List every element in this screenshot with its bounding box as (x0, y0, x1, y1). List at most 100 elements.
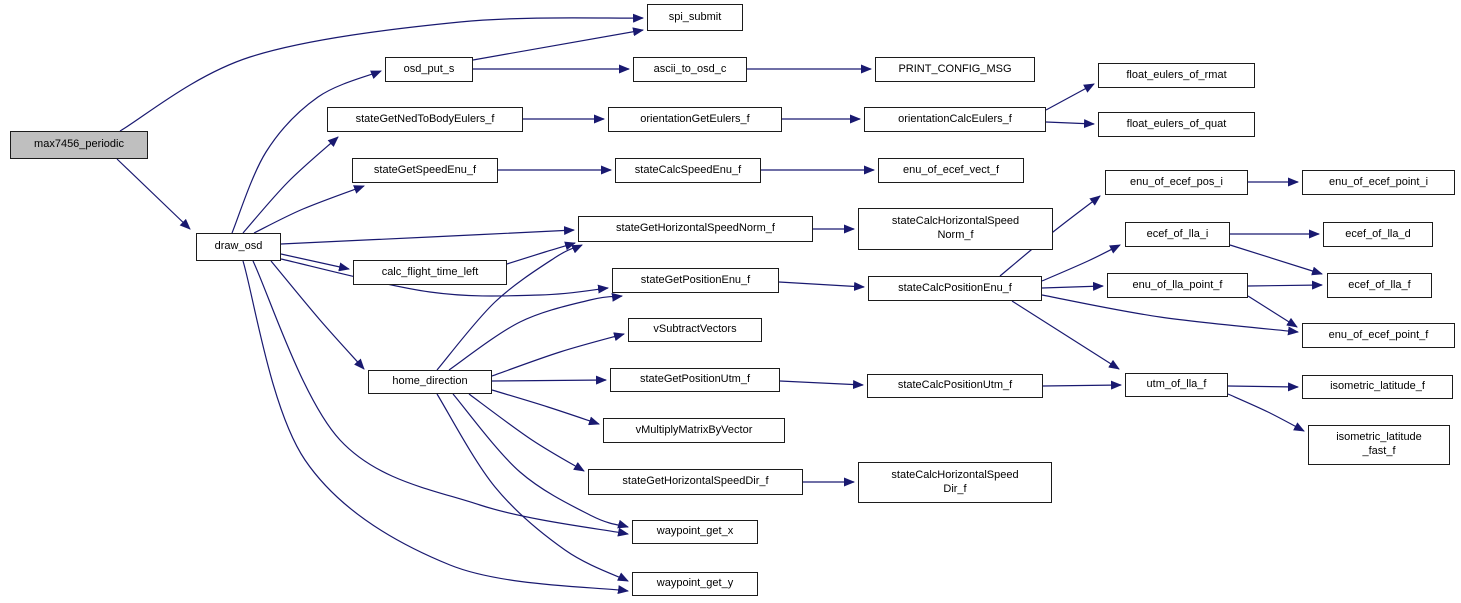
node-label: vMultiplyMatrixByVector (635, 423, 753, 436)
node-enu_of_ecef_point_i[interactable]: enu_of_ecef_point_i (1302, 170, 1455, 195)
edge-orientationCalcEulers_f--float_eulers_of_quat (1045, 119, 1095, 129)
node-label: isometric_latitude _fast_f (1336, 431, 1422, 457)
node-stateCalcHorizontalSpeedNorm_f[interactable]: stateCalcHorizontalSpeed Norm_f (858, 208, 1053, 250)
node-ecef_of_lla_d[interactable]: ecef_of_lla_d (1323, 222, 1433, 247)
node-label: ecef_of_lla_f (1348, 278, 1411, 291)
node-stateCalcPositionUtm_f[interactable]: stateCalcPositionUtm_f (867, 374, 1043, 398)
node-label: ascii_to_osd_c (653, 62, 727, 75)
node-float_eulers_of_quat[interactable]: float_eulers_of_quat (1098, 112, 1255, 137)
edge-home_direction--stateGetPositionUtm_f (491, 375, 607, 385)
node-spi_submit[interactable]: spi_submit (647, 4, 743, 31)
node-label: waypoint_get_y (656, 577, 734, 590)
node-label: stateCalcSpeedEnu_f (634, 163, 742, 176)
edge-draw_osd--osd_put_s (231, 70, 382, 234)
node-label: stateGetPositionEnu_f (640, 273, 751, 286)
node-enu_of_ecef_vect_f[interactable]: enu_of_ecef_vect_f (878, 158, 1024, 183)
edge-stateCalcPositionEnu_f--enu_of_lla_point_f (1041, 281, 1104, 291)
node-ascii_to_osd_c[interactable]: ascii_to_osd_c (633, 57, 747, 82)
node-label: enu_of_ecef_point_f (1328, 328, 1429, 341)
node-label: stateCalcPositionUtm_f (897, 379, 1013, 392)
node-stateGetNedToBodyEulers_f[interactable]: stateGetNedToBodyEulers_f (327, 107, 523, 132)
node-waypoint_get_y[interactable]: waypoint_get_y (632, 572, 758, 596)
edge-home_direction--stateGetPositionEnu_f (448, 292, 623, 371)
node-label: ecef_of_lla_d (1345, 227, 1411, 240)
node-utm_of_lla_f[interactable]: utm_of_lla_f (1125, 373, 1228, 397)
edge-ecef_of_lla_i--ecef_of_lla_f (1229, 244, 1323, 276)
node-PRINT_CONFIG_MSG[interactable]: PRINT_CONFIG_MSG (875, 57, 1035, 82)
node-label: stateGetHorizontalSpeedNorm_f (616, 222, 775, 235)
node-stateGetHorizontalSpeedNorm_f[interactable]: stateGetHorizontalSpeedNorm_f (578, 216, 813, 242)
node-label: stateGetNedToBodyEulers_f (355, 112, 495, 125)
node-home_direction[interactable]: home_direction (368, 370, 492, 394)
node-label: waypoint_get_x (656, 525, 734, 538)
node-stateGetSpeedEnu_f[interactable]: stateGetSpeedEnu_f (352, 158, 498, 183)
edge-draw_osd--home_direction (270, 260, 365, 370)
node-isometric_latitude_fast_f[interactable]: isometric_latitude _fast_f (1308, 425, 1450, 465)
node-stateGetHorizontalSpeedDir_f[interactable]: stateGetHorizontalSpeedDir_f (588, 469, 803, 495)
edge-home_direction--stateGetHorizontalSpeedDir_f (468, 393, 585, 472)
node-isometric_latitude_f[interactable]: isometric_latitude_f (1302, 375, 1453, 399)
node-orientationGetEulers_f[interactable]: orientationGetEulers_f (608, 107, 782, 132)
edge-home_direction--waypoint_get_x (452, 393, 629, 529)
node-vMultiplyMatrixByVector[interactable]: vMultiplyMatrixByVector (603, 418, 785, 443)
edge-home_direction--vMultiplyMatrixByVector (491, 389, 600, 426)
node-label: orientationGetEulers_f (640, 112, 750, 125)
node-label: orientationCalcEulers_f (898, 112, 1012, 125)
edges (116, 13, 1323, 595)
node-label: float_eulers_of_rmat (1126, 68, 1227, 81)
edge-stateCalcPositionEnu_f--enu_of_ecef_point_f (1041, 294, 1299, 336)
node-orientationCalcEulers_f[interactable]: orientationCalcEulers_f (864, 107, 1046, 132)
node-ecef_of_lla_f[interactable]: ecef_of_lla_f (1327, 273, 1432, 298)
node-label: ecef_of_lla_i (1146, 227, 1209, 240)
node-label: enu_of_ecef_vect_f (902, 163, 1000, 176)
edge-home_direction--vSubtractVectors (491, 332, 625, 377)
edge-stateCalcPositionUtm_f--utm_of_lla_f (1042, 380, 1122, 390)
edge-draw_osd--waypoint_get_y (242, 260, 629, 595)
edge-draw_osd--waypoint_get_x (252, 260, 629, 537)
edge-stateGetPositionEnu_f--stateCalcPositionEnu_f (778, 281, 865, 291)
node-calc_flight_time_left[interactable]: calc_flight_time_left (353, 260, 507, 285)
edge-draw_osd--stateGetNedToBodyEulers_f (242, 136, 339, 234)
node-label: utm_of_lla_f (1146, 378, 1207, 391)
node-stateCalcPositionEnu_f[interactable]: stateCalcPositionEnu_f (868, 276, 1042, 301)
node-label: stateCalcHorizontalSpeed Norm_f (891, 215, 1020, 241)
node-enu_of_lla_point_f[interactable]: enu_of_lla_point_f (1107, 273, 1248, 298)
node-stateGetPositionEnu_f[interactable]: stateGetPositionEnu_f (612, 268, 779, 293)
node-label: calc_flight_time_left (381, 265, 479, 278)
node-label: osd_put_s (403, 62, 455, 75)
node-ecef_of_lla_i[interactable]: ecef_of_lla_i (1125, 222, 1230, 247)
node-label: enu_of_ecef_point_i (1328, 175, 1429, 188)
edge-stateCalcPositionEnu_f--utm_of_lla_f (1011, 300, 1120, 370)
node-max7456_periodic[interactable]: max7456_periodic (10, 131, 148, 159)
node-enu_of_ecef_point_f[interactable]: enu_of_ecef_point_f (1302, 323, 1455, 348)
edge-draw_osd--calc_flight_time_left (280, 253, 350, 272)
edge-calc_flight_time_left--stateGetHorizontalSpeedNorm_f (506, 241, 576, 265)
edge-utm_of_lla_f--isometric_latitude_f (1227, 382, 1299, 392)
node-label: stateGetSpeedEnu_f (373, 163, 477, 176)
node-label: vSubtractVectors (653, 323, 737, 336)
edge-draw_osd--stateGetSpeedEnu_f (253, 185, 365, 234)
edge-enu_of_lla_point_f--enu_of_ecef_point_f (1247, 295, 1298, 328)
node-label: stateGetHorizontalSpeedDir_f (622, 475, 769, 488)
node-stateCalcHorizontalSpeedDir_f[interactable]: stateCalcHorizontalSpeed Dir_f (858, 462, 1052, 503)
node-draw_osd[interactable]: draw_osd (196, 233, 281, 261)
node-vSubtractVectors[interactable]: vSubtractVectors (628, 318, 762, 342)
node-label: enu_of_ecef_pos_i (1130, 175, 1223, 188)
node-stateCalcSpeedEnu_f[interactable]: stateCalcSpeedEnu_f (615, 158, 761, 183)
node-label: stateCalcHorizontalSpeed Dir_f (891, 468, 1019, 495)
node-osd_put_s[interactable]: osd_put_s (385, 57, 473, 82)
edge-orientationCalcEulers_f--float_eulers_of_rmat (1045, 83, 1095, 111)
node-stateGetPositionUtm_f[interactable]: stateGetPositionUtm_f (610, 368, 780, 392)
node-enu_of_ecef_pos_i[interactable]: enu_of_ecef_pos_i (1105, 170, 1248, 195)
node-label: stateCalcPositionEnu_f (898, 281, 1012, 294)
edge-osd_put_s--spi_submit (472, 27, 644, 61)
node-label: isometric_latitude_f (1330, 380, 1425, 393)
edge-max7456_periodic--draw_osd (116, 158, 191, 230)
node-label: stateGetPositionUtm_f (639, 373, 751, 386)
node-waypoint_get_x[interactable]: waypoint_get_x (632, 520, 758, 544)
edge-utm_of_lla_f--isometric_latitude_fast_f (1227, 393, 1305, 432)
node-label: float_eulers_of_quat (1126, 117, 1227, 130)
node-float_eulers_of_rmat[interactable]: float_eulers_of_rmat (1098, 63, 1255, 88)
